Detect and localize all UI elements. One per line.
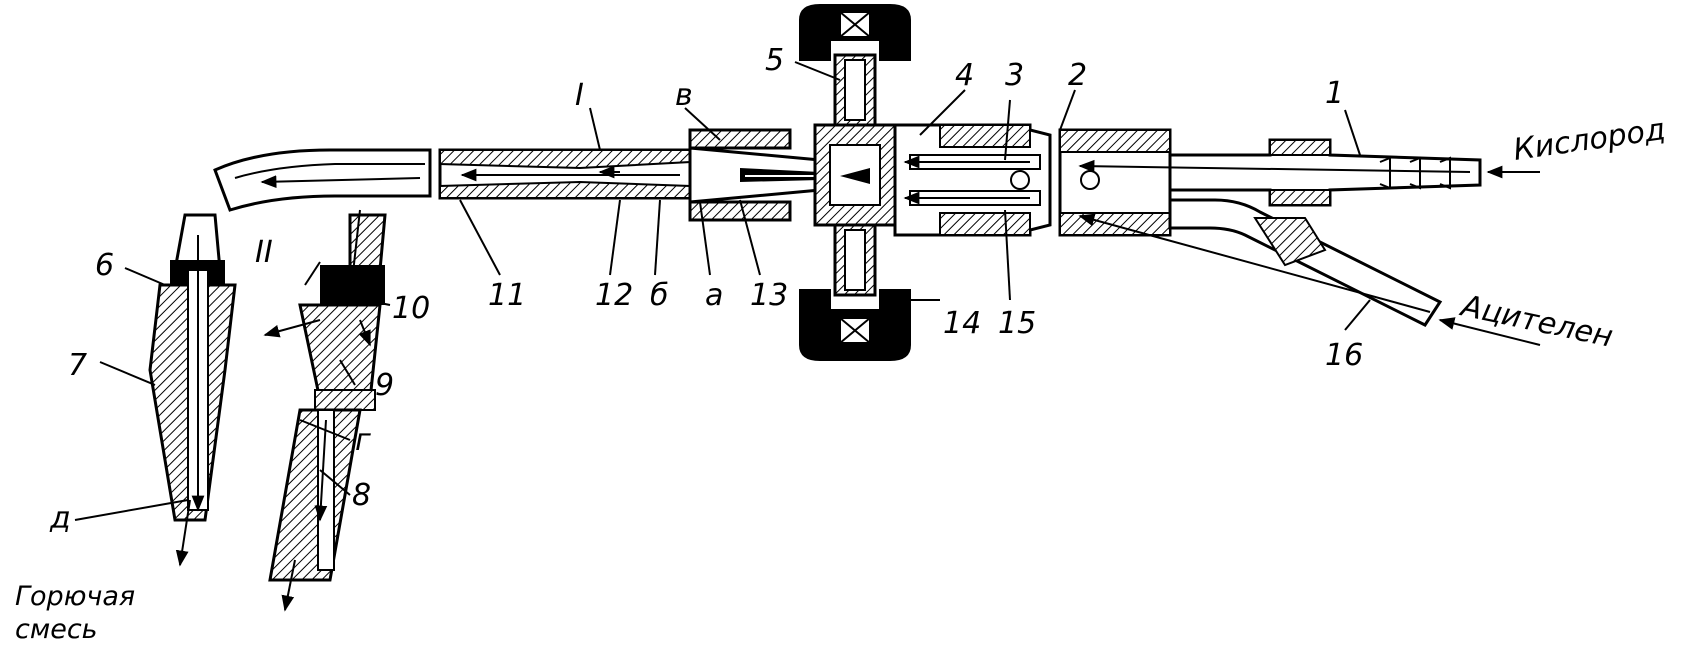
label-8: 8 (352, 478, 371, 513)
leader-lines (74, 61, 1371, 521)
output-line-2: смесь (15, 614, 98, 645)
label-6: 6 (95, 248, 114, 283)
label-letter-a: а (705, 278, 723, 313)
label-14: 14 (943, 306, 981, 341)
tip-nozzle-one (148, 213, 237, 567)
label-roman-2: II (255, 235, 273, 270)
label-1: 1 (1325, 76, 1344, 111)
label-letter-v: в (675, 78, 693, 113)
label-4: 4 (955, 58, 974, 93)
tip-nozzle-two (263, 209, 387, 612)
label-2: 2 (1068, 58, 1087, 93)
oxygen-label: Кислород (1511, 112, 1667, 168)
label-15: 15 (998, 306, 1036, 341)
bent-tube (213, 148, 432, 212)
handle (893, 123, 1052, 237)
output-line-1: Горючая (15, 581, 135, 612)
output-caption: Горючая смесь (15, 581, 135, 645)
label-3: 3 (1005, 58, 1024, 93)
label-9: 9 (375, 368, 394, 403)
label-5: 5 (765, 43, 784, 78)
gas-labels: Кислород Ацителен (1456, 112, 1667, 355)
label-letter-b: б (650, 278, 669, 313)
label-11: 11 (488, 278, 526, 313)
label-16: 16 (1325, 338, 1363, 373)
hose-fittings (1058, 128, 1482, 327)
label-letter-d: д (49, 501, 71, 536)
label-letter-g: г (355, 423, 371, 458)
label-12: 12 (595, 278, 633, 313)
label-13: 13 (750, 278, 788, 313)
mixing-chamber-tube (438, 148, 692, 200)
part-labels: 1 2 3 4 5 6 7 8 9 10 11 12 13 14 15 16 I… (49, 43, 1363, 536)
label-roman-1: I (575, 78, 584, 113)
valve-body (799, 4, 911, 361)
inflow-arrows (1438, 165, 1541, 346)
label-10: 10 (392, 291, 430, 326)
injector-nut (688, 128, 822, 222)
label-7: 7 (68, 348, 87, 383)
